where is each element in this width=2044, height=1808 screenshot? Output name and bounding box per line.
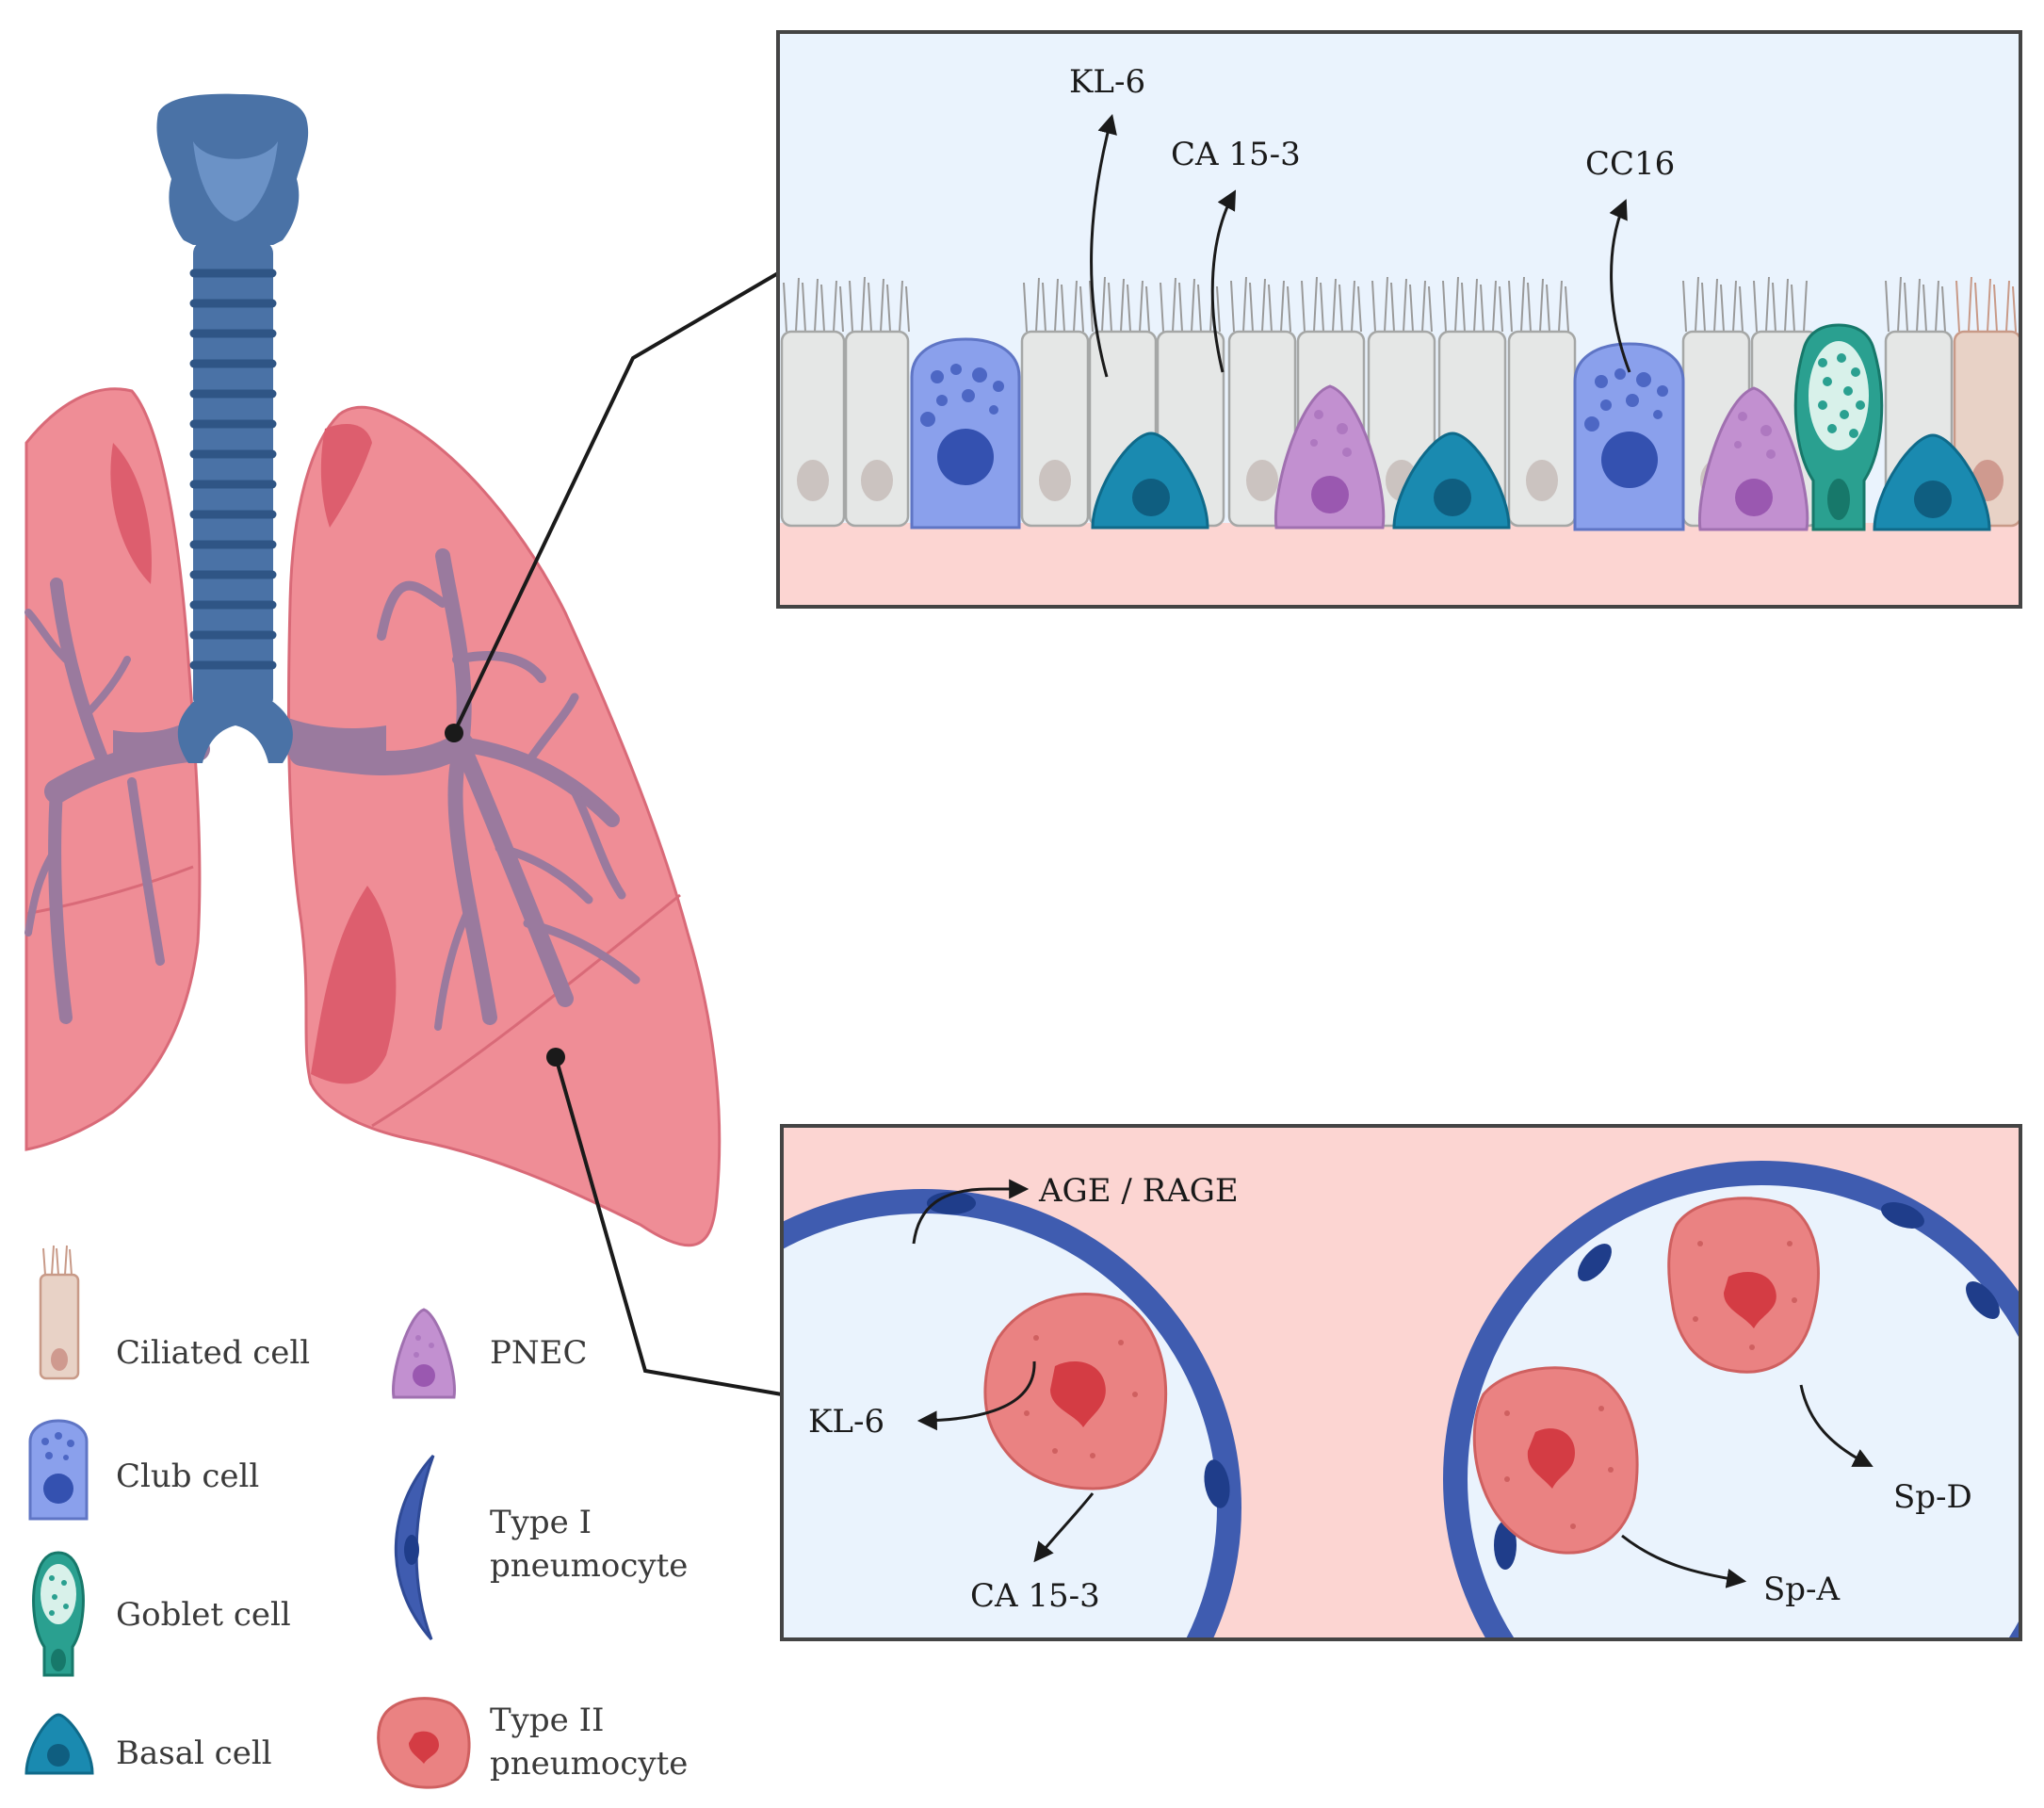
legend-goblet-icon bbox=[32, 1551, 85, 1677]
alveolus-panel-frame bbox=[780, 1124, 2022, 1641]
legend-ciliated-label: Ciliated cell bbox=[116, 1334, 310, 1372]
alveolus-panel: AGE / RAGE KL-6 CA 15-3 Sp-D Sp-A bbox=[780, 1124, 2022, 1641]
callout-connectors bbox=[452, 271, 783, 1396]
lungs-illustration bbox=[24, 93, 783, 1396]
legend-type1-label-1: Type I bbox=[490, 1504, 592, 1541]
legend-basal-label: Basal cell bbox=[116, 1735, 272, 1772]
right-lung-fissure bbox=[25, 865, 194, 916]
airway-epithelium-panel: KL-6 CA 15-3 CC16 bbox=[776, 30, 2022, 609]
alveolus-right-wall bbox=[1443, 1161, 2020, 1639]
type2-pneumocyte-right-top bbox=[1667, 1197, 1820, 1374]
label-kl6-top: KL-6 bbox=[1069, 63, 1145, 101]
age-rage-arrow bbox=[912, 1179, 1030, 1245]
cc16-arrow bbox=[1609, 199, 1631, 373]
legend-pnec-icon bbox=[392, 1308, 456, 1399]
label-age-rage: AGE / RAGE bbox=[1038, 1172, 1239, 1210]
spd-arrow bbox=[1799, 1384, 1874, 1467]
secretion-arrows-alveolus bbox=[912, 1179, 1874, 1588]
club-cell-2 bbox=[1573, 342, 1685, 531]
cilia bbox=[783, 276, 1946, 333]
legend-type2-icon bbox=[377, 1697, 471, 1789]
type2-pneumocyte-left bbox=[983, 1293, 1168, 1490]
left-lung-cardiac-notch bbox=[311, 886, 397, 1084]
pnec-cells bbox=[1273, 384, 1809, 531]
legend-goblet-label: Goblet cell bbox=[116, 1596, 291, 1634]
legend-type1-icon bbox=[394, 1454, 435, 1640]
kl6-alveolus-arrow bbox=[917, 1360, 1036, 1431]
ca153-alveolus-arrow bbox=[1033, 1492, 1095, 1563]
legend-ciliated-icon bbox=[39, 1245, 80, 1380]
legend-basal-icon bbox=[24, 1713, 94, 1775]
kl6-arrow bbox=[1090, 113, 1117, 378]
main-bronchus-left bbox=[283, 716, 386, 761]
legend-type2-label-2: pneumocyte bbox=[490, 1745, 688, 1783]
type1-nuclei-left bbox=[927, 1192, 1230, 1508]
epithelium-panel-frame bbox=[776, 30, 2022, 609]
secretion-arrows-epithelium bbox=[1090, 113, 1631, 378]
club-cell-1 bbox=[910, 337, 1021, 529]
legend-type1-label-2: pneumocyte bbox=[490, 1547, 688, 1585]
label-kl6-alveolus: KL-6 bbox=[808, 1403, 884, 1441]
left-lung-fissure bbox=[371, 893, 681, 1128]
ca153-arrow bbox=[1210, 189, 1237, 373]
legend-pnec-label: PNEC bbox=[490, 1334, 587, 1372]
basal-cells bbox=[1091, 432, 1991, 531]
label-spd: Sp-D bbox=[1893, 1478, 1972, 1516]
goblet-cell bbox=[1793, 323, 1884, 531]
callout-dot-bronchus bbox=[445, 724, 463, 742]
left-lung-apex-shade bbox=[320, 424, 372, 528]
legend: Ciliated cell Club cell Goblet cell Basa… bbox=[24, 1245, 688, 1789]
label-ca153-alveolus: CA 15-3 bbox=[970, 1577, 1100, 1615]
callout-dot-alveolus bbox=[546, 1048, 565, 1067]
label-spa: Sp-A bbox=[1763, 1571, 1841, 1608]
type2-pneumocyte-right-left bbox=[1472, 1366, 1639, 1555]
right-lung-hilum bbox=[110, 443, 152, 584]
submucosa bbox=[778, 523, 2020, 607]
bronchial-tree-left bbox=[289, 548, 641, 1031]
legend-club-icon bbox=[28, 1419, 89, 1521]
label-cc16-top: CC16 bbox=[1585, 145, 1675, 183]
label-ca153-top: CA 15-3 bbox=[1171, 136, 1301, 173]
legend-club-label: Club cell bbox=[116, 1458, 259, 1495]
main-bronchus-right bbox=[113, 716, 198, 763]
spa-arrow bbox=[1621, 1534, 1747, 1588]
legend-type2-label-1: Type II bbox=[490, 1702, 604, 1739]
alveolus-left-wall bbox=[782, 1189, 1241, 1639]
type1-nuclei-right bbox=[1494, 1202, 2000, 1570]
trachea bbox=[156, 93, 309, 763]
